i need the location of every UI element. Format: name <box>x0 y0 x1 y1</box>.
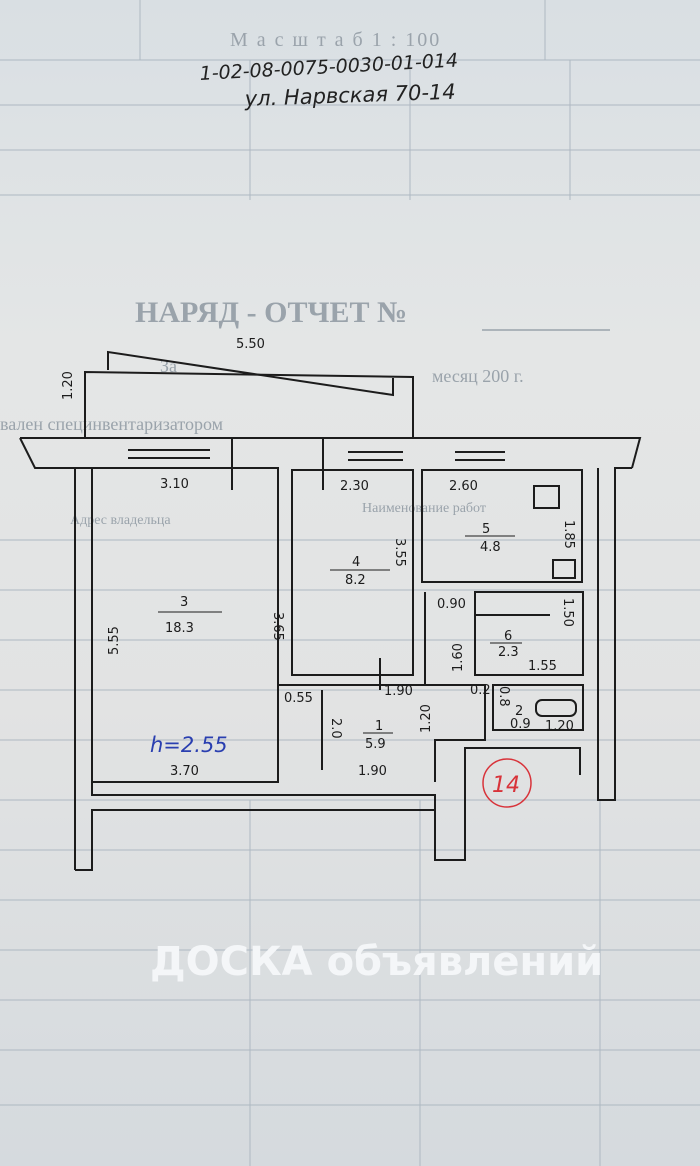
room-3-width: 3.10 <box>160 477 189 492</box>
room-4-depth: 3.55 <box>392 538 407 567</box>
room-5-number: 5 <box>482 522 490 537</box>
room-5-width: 2.60 <box>449 479 478 494</box>
room-2-wc: 2 0.9 1.20 0.2 0.8 <box>470 683 584 734</box>
room-2-number: 2 <box>515 704 523 719</box>
sink-icon <box>552 559 576 579</box>
room-6-number: 6 <box>504 629 512 644</box>
ceiling-height: h=2.55 <box>150 733 228 757</box>
room-3-area: 18.3 <box>165 621 194 636</box>
inventory-line: вален специнвентаризатором <box>0 414 223 434</box>
room-1-width: 1.90 <box>384 684 413 699</box>
outer-walls <box>19 437 642 871</box>
room-6-depth: 1.50 <box>560 598 575 627</box>
work-name-label: Наименование работ <box>362 501 486 516</box>
room-3-depth: 5.55 <box>107 626 122 655</box>
room-6-width: 1.55 <box>528 659 557 674</box>
dim-055: 0.55 <box>284 691 313 706</box>
month-suffix: месяц 200 г. <box>432 366 524 386</box>
room-6-bathroom: 1.50 6 2.3 1.55 1.60 <box>451 591 584 676</box>
room-1-bottom: 1.90 <box>358 764 387 779</box>
cadastral-number: 1-02-08-0075-0030-01-014 <box>199 49 459 85</box>
room-4-width: 2.30 <box>340 479 369 494</box>
corridor-width: 0.90 <box>437 597 466 612</box>
room-2-area: 0.9 <box>510 717 531 732</box>
room-4-left-depth: 3.65 <box>270 612 285 641</box>
scale-label: М а с ш т а б 1 : 100 <box>230 29 441 51</box>
dim-120: 1.20 <box>419 704 434 733</box>
address-text: ул. Нарвская 70-14 <box>243 80 456 111</box>
owner-address-label: Адрес владельца <box>70 513 171 528</box>
balcony-width: 1.20 <box>61 371 76 400</box>
balcony: 5.50 1.20 <box>61 337 414 438</box>
room-1-area: 5.9 <box>365 737 386 752</box>
room-5-depth: 1.85 <box>561 520 576 549</box>
watermark-logo: ДОСКА объявлений <box>150 939 603 985</box>
room-5-kitchen: 2.60 1.85 5 4.8 0.90 <box>421 469 583 612</box>
svg-text:14: 14 <box>492 773 520 798</box>
dim-160: 1.60 <box>451 643 466 672</box>
room-4-number: 4 <box>352 555 360 570</box>
room-2-width: 1.20 <box>545 719 574 734</box>
svg-text:ДОСКА объявлений: ДОСКА объявлений <box>150 939 603 985</box>
room-4-area: 8.2 <box>345 573 366 588</box>
room-1-depth: 2.0 <box>328 718 343 739</box>
balcony-length: 5.50 <box>236 337 265 352</box>
room-4: 2.30 3.65 3.55 4 8.2 <box>270 438 426 690</box>
apartment-number-stamp: 14 <box>482 758 532 808</box>
form-title: НАРЯД - ОТЧЕТ № <box>135 296 407 329</box>
room-1-hall: 0.55 1.90 2.0 1 5.9 1.90 1.20 <box>284 684 486 782</box>
room-3: 3.10 5.55 3 18.3 3.70 h=2.55 <box>91 438 279 783</box>
room-5-area: 4.8 <box>480 540 501 555</box>
stove-icon <box>533 485 560 509</box>
room-3-bottom: 3.70 <box>170 764 199 779</box>
room-1-number: 1 <box>375 719 383 734</box>
room-2-depth: 0.8 <box>496 686 511 707</box>
room-3-number: 3 <box>180 595 188 610</box>
room-6-area: 2.3 <box>498 645 519 660</box>
